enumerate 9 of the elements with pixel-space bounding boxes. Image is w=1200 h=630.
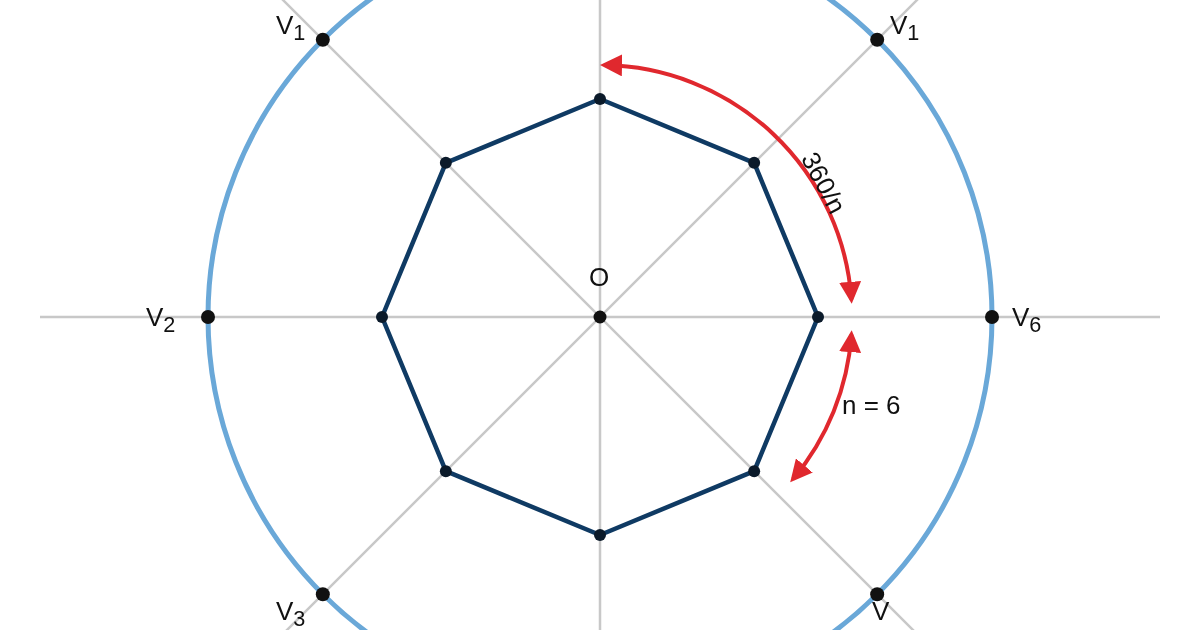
vertex-label: V$_{1}$ [890, 12, 920, 44]
vertex-label: V$_{2}$ [146, 304, 176, 336]
vertex-label: V$_{6}$ [1012, 304, 1042, 336]
angle-label: 360/n [797, 148, 851, 218]
vertex-label: V$_{3}$ [276, 598, 306, 630]
center-label: O [589, 264, 610, 290]
vertex-label: V [872, 598, 890, 624]
vertex-label: V$_{1}$ [276, 12, 306, 44]
count-label: n = 6 [842, 392, 901, 418]
